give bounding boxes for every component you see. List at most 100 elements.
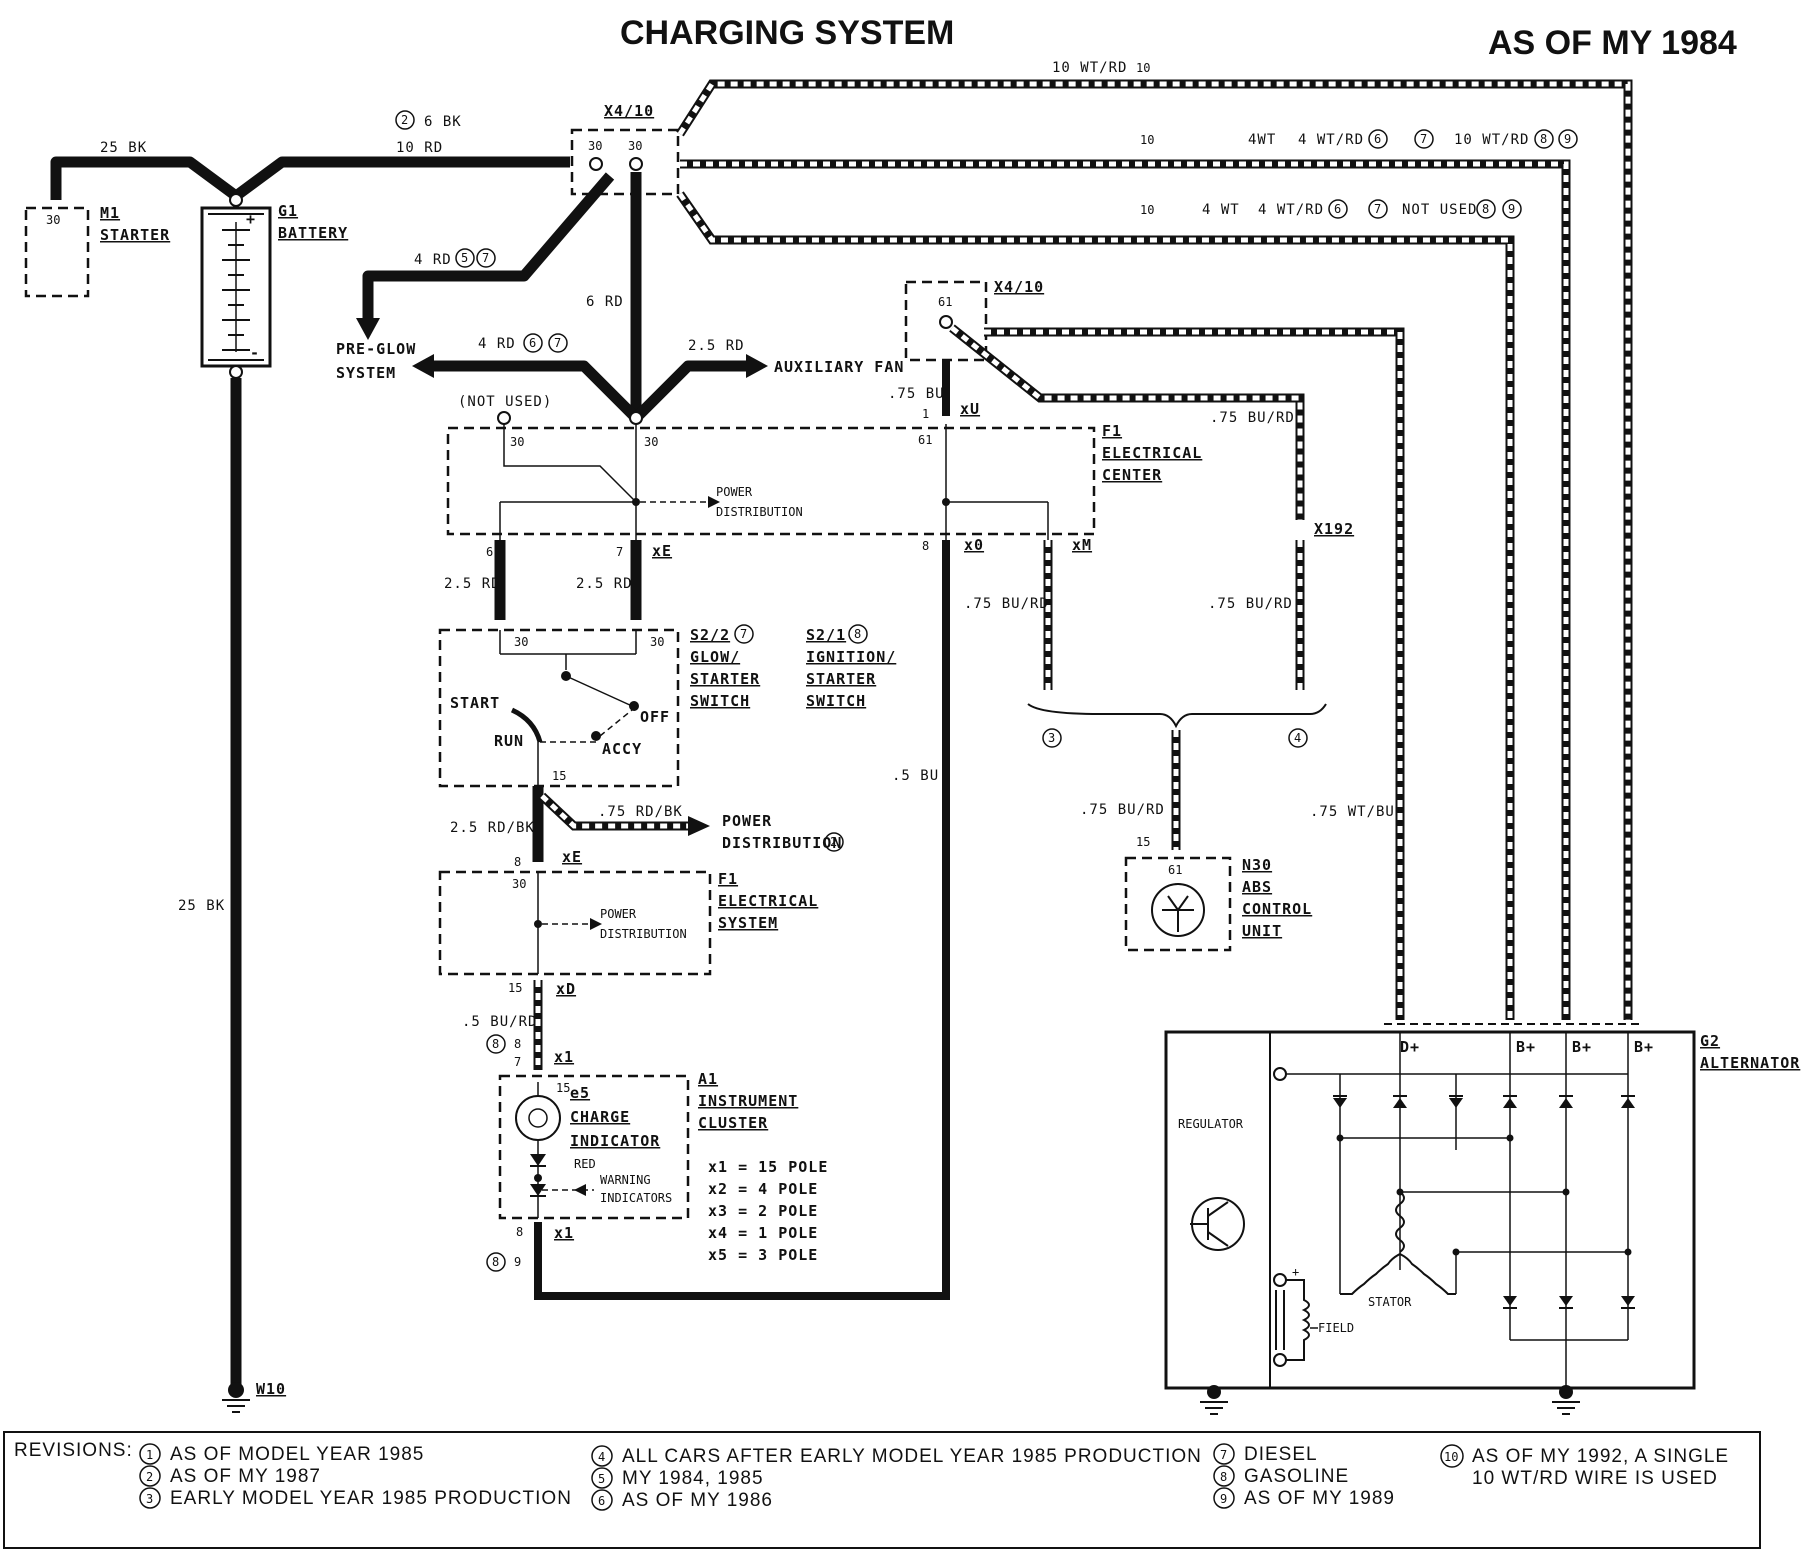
svg-text:6 BK: 6 BK: [424, 114, 462, 130]
svg-text:61: 61: [1168, 863, 1182, 877]
circle-3: 3: [1042, 728, 1062, 748]
svg-text:10: 10: [1140, 203, 1154, 217]
svg-text:8: 8: [1540, 132, 1547, 146]
svg-text:30: 30: [650, 635, 664, 649]
svg-text:8: 8: [492, 1255, 499, 1269]
svg-text:STATOR: STATOR: [1368, 1295, 1412, 1309]
preglow-label-2: SYSTEM: [336, 364, 396, 382]
wire-75burd-b: .75 BU/RD: [1208, 596, 1293, 612]
svg-text:N30: N30: [1242, 856, 1272, 874]
svg-text:1: 1: [922, 407, 929, 421]
svg-text:7: 7: [740, 627, 747, 641]
svg-text:ACCY: ACCY: [602, 740, 642, 758]
svg-text:(NOT USED): (NOT USED): [458, 394, 552, 410]
svg-text:6: 6: [1374, 132, 1381, 146]
revision-5: 5 MY 1984, 1985: [591, 1467, 763, 1489]
svg-text:4WT: 4WT: [1248, 132, 1276, 148]
harness-row3-label: 10 4 WT 4 WT/RD 6 7 NOT USED 8 9: [1140, 199, 1522, 219]
svg-text:4: 4: [598, 1450, 605, 1464]
instrument-cluster: 8 8 7 x1 15 e5 CHARGE INDICATOR RED WARN…: [486, 1034, 798, 1272]
svg-text:INDICATORS: INDICATORS: [600, 1191, 672, 1205]
svg-text:10 WT/RD: 10 WT/RD: [1052, 60, 1127, 76]
ground-w10: W10: [222, 1380, 285, 1413]
svg-text:F1: F1: [1102, 422, 1122, 440]
svg-text:9: 9: [1220, 1492, 1227, 1506]
svg-text:POWER: POWER: [600, 907, 637, 921]
revision-6: 6 AS OF MY 1986: [591, 1489, 772, 1511]
svg-text:+: +: [1292, 1265, 1299, 1279]
starter-id: M1: [100, 204, 120, 222]
svg-text:5: 5: [598, 1472, 605, 1486]
svg-text:GASOLINE: GASOLINE: [1244, 1466, 1349, 1487]
starter-name: STARTER: [100, 226, 170, 244]
svg-text:START: START: [450, 694, 500, 712]
revision-2: 2 AS OF MY 1987: [139, 1465, 320, 1487]
svg-text:B+: B+: [1516, 1038, 1536, 1056]
wire-25bk-left: 25 BK: [178, 898, 225, 914]
svg-text:5: 5: [461, 251, 468, 265]
svg-text:INSTRUMENT: INSTRUMENT: [698, 1092, 798, 1110]
svg-text:CHARGE: CHARGE: [570, 1108, 630, 1126]
svg-text:10: 10: [1140, 133, 1154, 147]
wire-75burd-abs: .75 BU/RD: [1080, 802, 1165, 818]
svg-text:6: 6: [598, 1494, 605, 1508]
svg-text:9: 9: [514, 1255, 521, 1269]
svg-text:30: 30: [514, 635, 528, 649]
svg-text:ALL CARS AFTER EARLY MODEL YEA: ALL CARS AFTER EARLY MODEL YEAR 1985 PRO…: [622, 1446, 1202, 1467]
revision-9: 9 AS OF MY 1989: [1213, 1487, 1395, 1509]
glow-starter-switch: 30 30 START RUN OFF ACCY 15 S2/2 7 GLOW/…: [438, 624, 760, 788]
svg-text:STARTER: STARTER: [806, 670, 876, 688]
wire-5bu: .5 BU: [892, 768, 939, 784]
svg-text:STARTER: STARTER: [690, 670, 760, 688]
svg-text:SWITCH: SWITCH: [806, 692, 866, 710]
svg-text:REGULATOR: REGULATOR: [1178, 1117, 1244, 1131]
svg-text:xE: xE: [562, 848, 582, 866]
svg-text:B+: B+: [1634, 1038, 1654, 1056]
svg-text:4 RD: 4 RD: [478, 336, 516, 352]
wire-75rdbk: .75 RD/BK: [598, 804, 683, 820]
svg-text:8: 8: [922, 539, 929, 553]
svg-text:15: 15: [552, 769, 566, 783]
svg-text:S2/1: S2/1: [806, 626, 846, 644]
svg-text:AS OF MODEL YEAR 1985: AS OF MODEL YEAR 1985: [170, 1444, 424, 1465]
starter-component: 30 M1 STARTER: [24, 204, 170, 298]
svg-text:A1: A1: [698, 1070, 718, 1088]
wire-4rd-b-label: 4 RD 6 7: [478, 333, 568, 353]
alternator: D+ B+ B+ B+ G2 ALTERNATOR REGULATOR: [1164, 1023, 1799, 1415]
abs-control-unit: 15 61 N30 ABS CONTROL UNIT: [1124, 835, 1311, 952]
svg-text:15: 15: [1136, 835, 1150, 849]
revision-4: 4 ALL CARS AFTER EARLY MODEL YEAR 1985 P…: [591, 1445, 1202, 1467]
svg-text:S2/2: S2/2: [690, 626, 730, 644]
svg-text:30: 30: [510, 435, 524, 449]
svg-text:1: 1: [146, 1448, 153, 1462]
svg-text:6: 6: [486, 545, 493, 559]
svg-text:4 WT: 4 WT: [1202, 202, 1240, 218]
svg-text:ELECTRICAL: ELECTRICAL: [1102, 444, 1202, 462]
svg-text:3: 3: [146, 1492, 153, 1506]
svg-text:AS OF MY 1989: AS OF MY 1989: [1244, 1488, 1395, 1509]
diagram-title: CHARGING SYSTEM: [620, 14, 954, 52]
svg-text:xD: xD: [556, 980, 576, 998]
electrical-center: (NOT USED) 30 30 61 POWER DISTRIBUTION F…: [446, 394, 1202, 560]
power-dist-label-1: POWER: [722, 812, 772, 830]
svg-text:xE: xE: [652, 542, 672, 560]
svg-text:6: 6: [529, 336, 536, 350]
svg-text:IGNITION/: IGNITION/: [806, 648, 896, 666]
svg-text:61: 61: [918, 433, 932, 447]
svg-text:OFF: OFF: [640, 708, 670, 726]
svg-text:9: 9: [1564, 132, 1571, 146]
svg-text:x2 = 4 POLE: x2 = 4 POLE: [708, 1180, 818, 1198]
svg-text:x5 = 3 POLE: x5 = 3 POLE: [708, 1246, 818, 1264]
svg-text:X4/10: X4/10: [994, 278, 1044, 296]
wire-75burd-a: .75 BU/RD: [964, 596, 1049, 612]
svg-text:xU: xU: [960, 400, 980, 418]
svg-text:G2: G2: [1700, 1032, 1720, 1050]
svg-text:8: 8: [492, 1037, 499, 1051]
battery-id: G1: [278, 202, 298, 220]
svg-text:4 WT/RD: 4 WT/RD: [1258, 202, 1324, 218]
svg-text:8: 8: [1482, 202, 1489, 216]
svg-text:8: 8: [1220, 1470, 1227, 1484]
svg-text:9: 9: [1508, 202, 1515, 216]
svg-text:15: 15: [556, 1081, 570, 1095]
svg-text:2: 2: [146, 1470, 153, 1484]
